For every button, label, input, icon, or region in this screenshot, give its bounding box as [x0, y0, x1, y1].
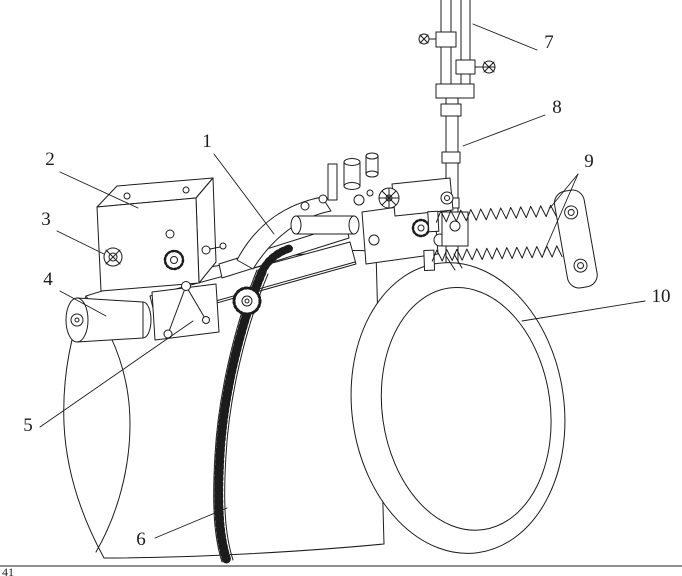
drive-chain — [213, 244, 295, 566]
torch-nozzle — [445, 255, 456, 271]
control-box — [96, 177, 227, 292]
callout-1-leader — [213, 153, 275, 235]
valve-body — [435, 31, 457, 48]
valve-handwheel-right — [482, 60, 496, 74]
end-plate — [553, 189, 598, 289]
curved-arm — [236, 196, 332, 270]
callout-9-leader-b — [543, 173, 579, 253]
callout-10: 10 — [652, 286, 671, 307]
callout-labels: 1 2 3 4 5 6 7 8 9 10 — [23, 32, 670, 550]
screw — [182, 186, 190, 194]
screw — [123, 192, 131, 200]
lever-pivot — [181, 281, 191, 291]
drive-motor — [65, 297, 152, 343]
side-fitting — [219, 242, 227, 250]
tube-coupler — [441, 151, 461, 164]
fitting — [440, 191, 454, 205]
callout-6: 6 — [136, 529, 146, 550]
bolt — [368, 234, 380, 246]
drive-sprocket — [232, 286, 262, 316]
bolt — [353, 194, 365, 206]
callout-3: 3 — [41, 209, 51, 230]
indicator-lamp — [165, 229, 175, 239]
callout-6-leader — [154, 507, 228, 539]
bolt — [300, 201, 310, 211]
callout-8: 8 — [552, 97, 562, 118]
pipe-bell-end — [350, 262, 566, 554]
callout-7: 7 — [544, 32, 554, 53]
callout-9-leader-a — [549, 173, 579, 209]
tube-manifold — [435, 83, 475, 99]
callout-4: 4 — [43, 269, 53, 290]
spring-rods — [423, 204, 567, 272]
callout-2-leader — [59, 171, 139, 209]
supply-tubes — [418, 0, 496, 263]
adjust-handwheel[interactable] — [378, 187, 400, 209]
callout-8-leader — [462, 114, 546, 147]
torch-nozzle — [453, 253, 463, 269]
corner-mark: 41 — [2, 565, 14, 576]
torch-assembly — [361, 177, 469, 271]
valve-handwheel-left — [418, 33, 430, 45]
callout-5: 5 — [23, 415, 33, 436]
callout-1: 1 — [202, 131, 212, 152]
callout-leaders — [39, 23, 646, 539]
tube-coupler — [440, 103, 462, 117]
valve-body — [455, 59, 476, 75]
clamp-bracket — [151, 281, 220, 341]
callout-10-leader — [521, 300, 646, 322]
callout-3-leader — [56, 230, 105, 255]
side-fitting — [201, 245, 211, 255]
lever-pivot — [202, 316, 210, 324]
round-knob[interactable] — [103, 247, 123, 267]
callout-5-leader — [39, 320, 194, 428]
callout-7-leader — [472, 23, 538, 51]
bolt — [318, 194, 328, 204]
callout-4-leader — [59, 290, 107, 317]
bolt — [366, 189, 374, 197]
callout-2: 2 — [45, 149, 55, 170]
callout-9: 9 — [584, 151, 594, 172]
star-knob[interactable] — [163, 249, 185, 271]
